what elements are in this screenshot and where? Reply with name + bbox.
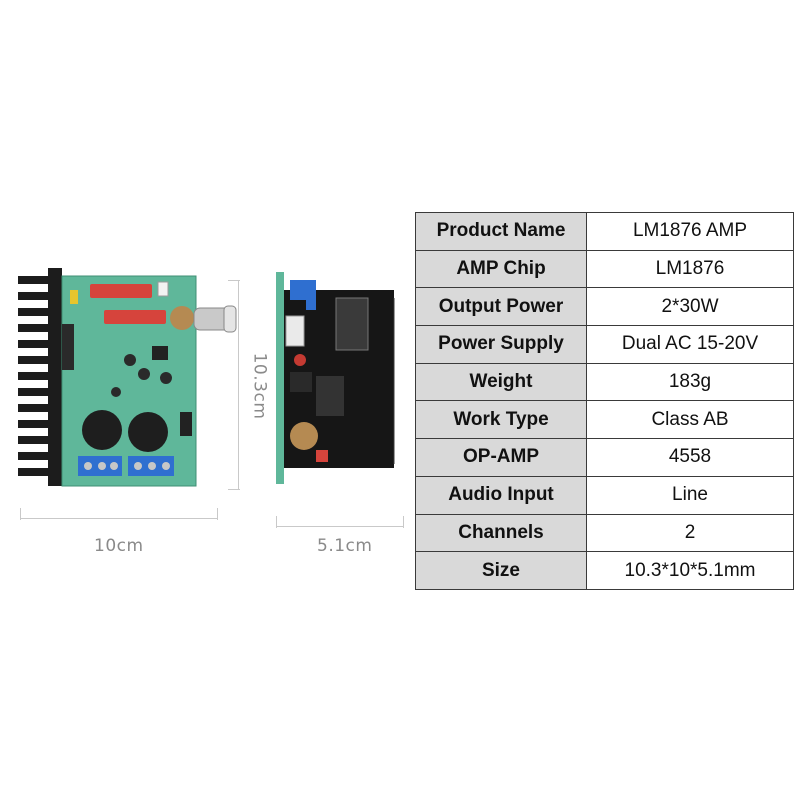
side-pot <box>290 422 318 450</box>
depth-dimension-line <box>276 526 404 527</box>
spec-label: Audio Input <box>415 475 587 515</box>
height-dimension-label: 10.3cm <box>249 352 270 420</box>
pcb-edge <box>276 272 284 484</box>
spec-row: Work Type Class AB <box>415 400 794 440</box>
capacitor-right <box>128 412 168 452</box>
depth-dimension-tick-right <box>403 516 404 528</box>
spec-row: Power Supply Dual AC 15-20V <box>415 325 794 364</box>
depth-dimension-tick-left <box>276 516 277 528</box>
spec-label: Size <box>415 551 587 590</box>
spec-label: Channels <box>415 513 587 553</box>
spec-value: 10.3*10*5.1mm <box>586 551 794 590</box>
spec-label: Weight <box>415 362 587 402</box>
spec-value: 183g <box>586 362 794 402</box>
width-dimension-tick-right <box>217 508 218 520</box>
spec-value: Line <box>586 475 794 515</box>
heatsink-fins <box>18 268 62 486</box>
spec-row: Audio Input Line <box>415 475 794 515</box>
spec-row: Product Name LM1876 AMP <box>415 212 794 251</box>
height-dimension-tick-top <box>228 280 240 281</box>
spec-value: LM1876 <box>586 249 794 289</box>
spec-value: Dual AC 15-20V <box>586 325 794 364</box>
spec-row: AMP Chip LM1876 <box>415 249 794 289</box>
spec-value: 4558 <box>586 438 794 477</box>
board-side-photo <box>276 272 395 484</box>
height-dimension-tick-bottom <box>228 489 240 490</box>
spec-row: Weight 183g <box>415 362 794 402</box>
spec-value: 2 <box>586 513 794 553</box>
spec-row: Channels 2 <box>415 513 794 553</box>
height-dimension-line <box>238 280 239 490</box>
depth-dimension-label: 5.1cm <box>317 536 373 556</box>
spec-label: Power Supply <box>415 325 587 364</box>
spec-row: Output Power 2*30W <box>415 287 794 327</box>
width-dimension-tick-left <box>20 508 21 520</box>
spec-label: Product Name <box>415 212 587 251</box>
spec-label: AMP Chip <box>415 249 587 289</box>
spec-label: Output Power <box>415 287 587 327</box>
capacitor-left <box>82 410 122 450</box>
width-dimension-line <box>20 518 218 519</box>
spec-row: OP-AMP 4558 <box>415 438 794 477</box>
spec-label: Work Type <box>415 400 587 440</box>
spec-value: Class AB <box>586 400 794 440</box>
spec-row: Size 10.3*10*5.1mm <box>415 551 794 590</box>
board-front-photo <box>18 268 237 487</box>
spec-value: 2*30W <box>586 287 794 327</box>
spec-label: OP-AMP <box>415 438 587 477</box>
spec-table: Product Name LM1876 AMP AMP Chip LM1876 … <box>415 212 794 590</box>
spec-value: LM1876 AMP <box>586 212 794 251</box>
volume-pot <box>170 306 194 330</box>
width-dimension-label: 10cm <box>94 536 144 556</box>
pcb <box>61 275 197 487</box>
